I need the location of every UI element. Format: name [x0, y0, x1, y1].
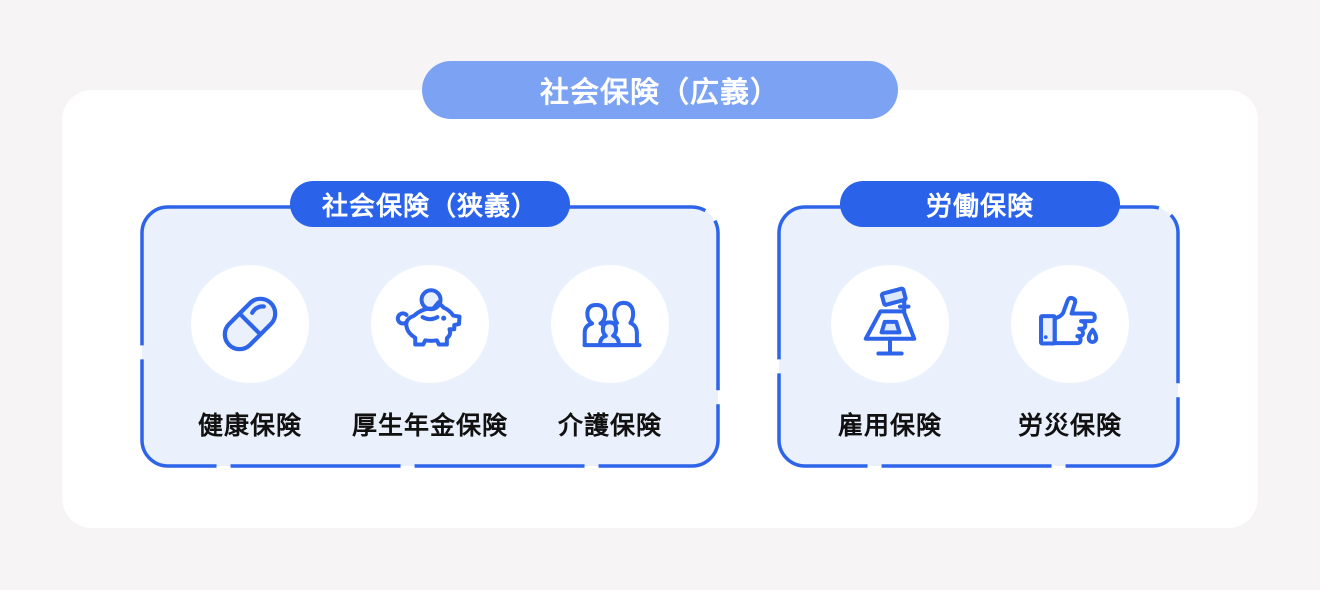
- item-label: 厚生年金保険: [351, 412, 508, 440]
- family-icon: [582, 300, 642, 348]
- thumb-hand-drop-icon: [1039, 295, 1099, 346]
- pill-icon: [222, 296, 278, 352]
- social-narrow-badge: 社会保険（狭義）: [290, 181, 570, 227]
- item-accident-insurance: 労災保険: [980, 265, 1160, 442]
- item-label: 雇用保険: [837, 412, 942, 440]
- title-label: 社会保険（広義）: [539, 77, 780, 109]
- labor-badge-label: 労働保険: [925, 190, 1034, 221]
- desk-lamp-icon: [863, 286, 917, 356]
- icon-circle: [191, 265, 309, 383]
- piggy-bank-icon: [395, 288, 462, 347]
- item-label: 健康保険: [197, 412, 302, 440]
- item-care-insurance: 介護保険: [520, 265, 700, 442]
- icon-circle: [1011, 265, 1129, 383]
- labor-badge: 労働保険: [840, 181, 1120, 227]
- item-label: 労災保険: [1017, 412, 1122, 440]
- title-badge: 社会保険（広義）: [422, 61, 898, 119]
- item-health-insurance: 健康保険: [160, 265, 340, 442]
- item-employment-insurance: 雇用保険: [800, 265, 980, 442]
- icon-circle: [371, 265, 489, 383]
- item-pension-insurance: 厚生年金保険: [340, 265, 520, 442]
- item-label: 介護保険: [557, 412, 662, 440]
- icon-circle: [831, 265, 949, 383]
- icon-circle: [551, 265, 669, 383]
- social-narrow-badge-label: 社会保険（狭義）: [321, 190, 538, 221]
